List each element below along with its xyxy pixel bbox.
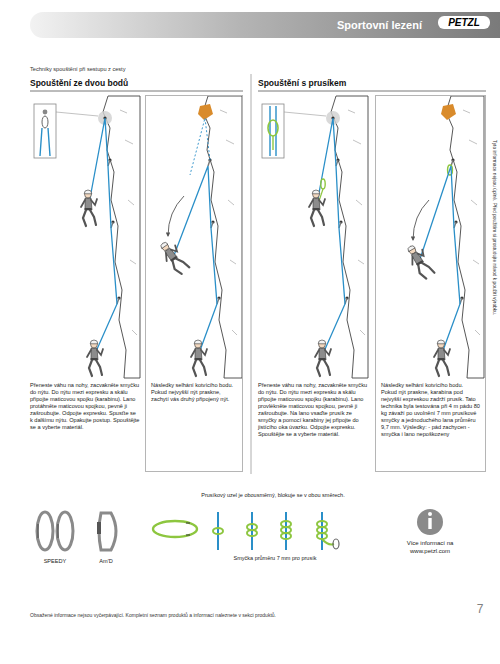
page-number: 7 bbox=[470, 602, 490, 616]
panel-box: Následky selhání kotvícího bodu. Pokud n… bbox=[375, 95, 486, 472]
box-text: Následky selhání kotvícího bodu. Pokud n… bbox=[381, 382, 480, 438]
brand-logo: PETZL bbox=[438, 16, 490, 29]
header-band: Sportovní lezení bbox=[30, 12, 500, 38]
section-heading: Spouštění s prusíkem bbox=[258, 78, 486, 88]
panel-box: Následky selhání kotvícího bodu. Pokud n… bbox=[145, 95, 243, 472]
section-title: Techniky spouštění při sestupu z cesty bbox=[30, 66, 245, 72]
box-text: Sportovní lezení bbox=[337, 19, 422, 31]
step-text: Přeneste váhu na nohy, zacvakněte smyčku… bbox=[258, 382, 370, 438]
knot-note: Prusíkový uzel je obousměrný, blokuje se… bbox=[198, 492, 348, 499]
step-text: Přeneste váhu na nohy, zacvakněte smyčku… bbox=[30, 382, 140, 431]
section-heading: Spouštění ze dvou bodů bbox=[30, 78, 243, 88]
product-name: Am'D bbox=[86, 558, 126, 564]
box-text: Následky selhání kotvícího bodu. Pokud n… bbox=[151, 382, 237, 403]
info-link: Více informací na www.petzl.com bbox=[390, 540, 470, 555]
footer-note: Obsažené informace nejsou vyčerpávající.… bbox=[30, 612, 450, 618]
product-name: SPEEDY bbox=[30, 558, 80, 564]
sling-caption: Smyčka průměru 7 mm pro prusík bbox=[205, 555, 345, 561]
side-note: Tyto informace nejsou úplné. Před použit… bbox=[492, 140, 497, 400]
